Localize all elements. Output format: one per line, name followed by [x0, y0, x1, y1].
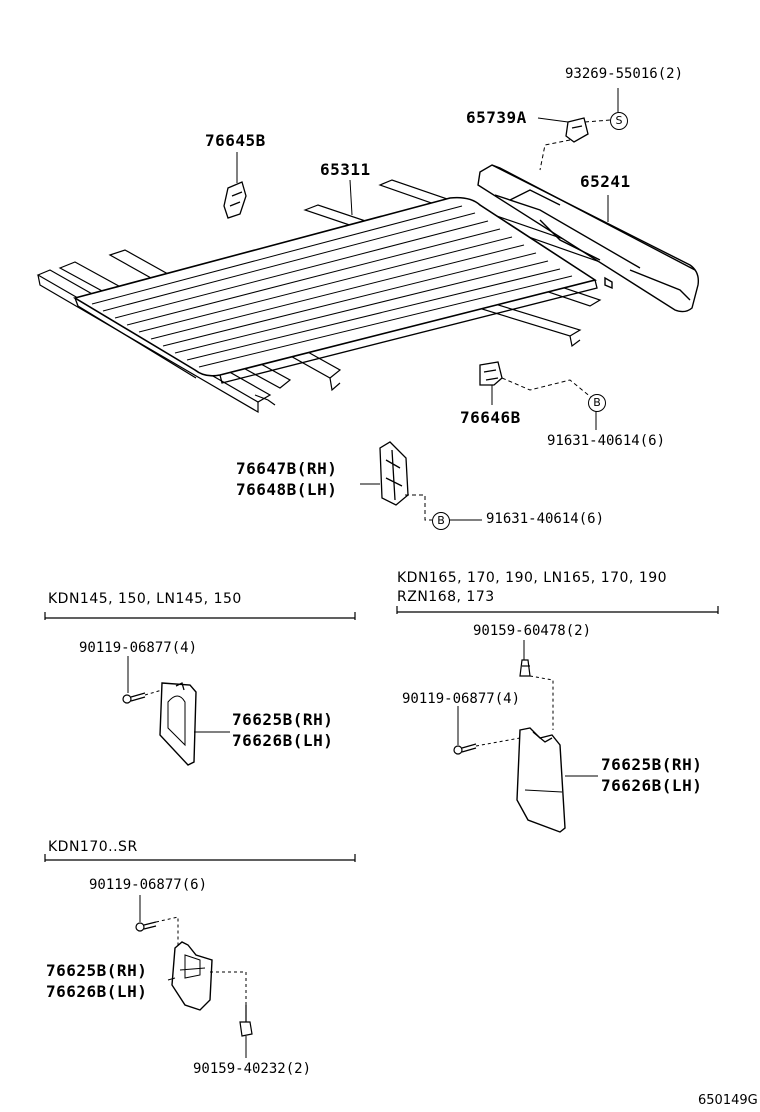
- label-65311: 65311: [320, 160, 371, 179]
- callout-b-lower: B: [432, 512, 450, 530]
- mudflap-right: [453, 640, 598, 833]
- mudflap-left: [122, 656, 230, 766]
- bracket-76647b: [379, 441, 409, 506]
- section-bottom-title: KDN170..SR: [48, 839, 138, 855]
- section-right-title-2: RZN168, 173: [397, 589, 495, 605]
- bracket-76645b: [223, 181, 247, 219]
- figure-code: 650149G: [698, 1093, 758, 1108]
- label-left-bolt: 90119-06877(4): [79, 640, 198, 656]
- label-bottom-rh: 76625B(RH): [46, 961, 148, 980]
- leader-lines: [236, 88, 619, 485]
- section-lines: [44, 606, 719, 862]
- label-left-lh: 76626B(LH): [232, 731, 334, 750]
- section-right-title-1: KDN165, 170, 190, LN165, 170, 190: [397, 570, 668, 586]
- callout-s: S: [610, 112, 628, 130]
- mudflap-bottom: [135, 895, 253, 1058]
- label-left-rh: 76625B(RH): [232, 710, 334, 729]
- label-right-screw: 90159-60478(2): [473, 623, 592, 639]
- label-65739a: 65739A: [466, 108, 527, 127]
- label-right-lh: 76626B(LH): [601, 776, 703, 795]
- label-93269-55016: 93269-55016(2): [565, 66, 684, 82]
- label-65241: 65241: [580, 172, 631, 191]
- label-76645b: 76645B: [205, 131, 266, 150]
- label-76648b: 76648B(LH): [236, 480, 338, 499]
- label-bottom-bolt: 90119-06877(6): [89, 877, 208, 893]
- section-left-title: KDN145, 150, LN145, 150: [48, 591, 242, 607]
- label-76646b: 76646B: [460, 408, 521, 427]
- label-76647b: 76647B(RH): [236, 459, 338, 478]
- bracket-76646b: [479, 361, 503, 386]
- tailgate: [477, 164, 700, 313]
- label-91631-upper: 91631-40614(6): [547, 433, 666, 449]
- label-91631-lower: 91631-40614(6): [486, 511, 605, 527]
- label-bottom-lh: 76626B(LH): [46, 982, 148, 1001]
- label-right-bolt: 90119-06877(4): [402, 691, 521, 707]
- callout-b-upper: B: [588, 394, 606, 412]
- deck-floor: [72, 196, 598, 384]
- label-right-rh: 76625B(RH): [601, 755, 703, 774]
- clip-65739a: [565, 117, 589, 143]
- solid-leaders-2: [448, 410, 597, 521]
- label-bottom-screw: 90159-40232(2): [193, 1061, 312, 1077]
- dashed-leaders: [405, 119, 611, 521]
